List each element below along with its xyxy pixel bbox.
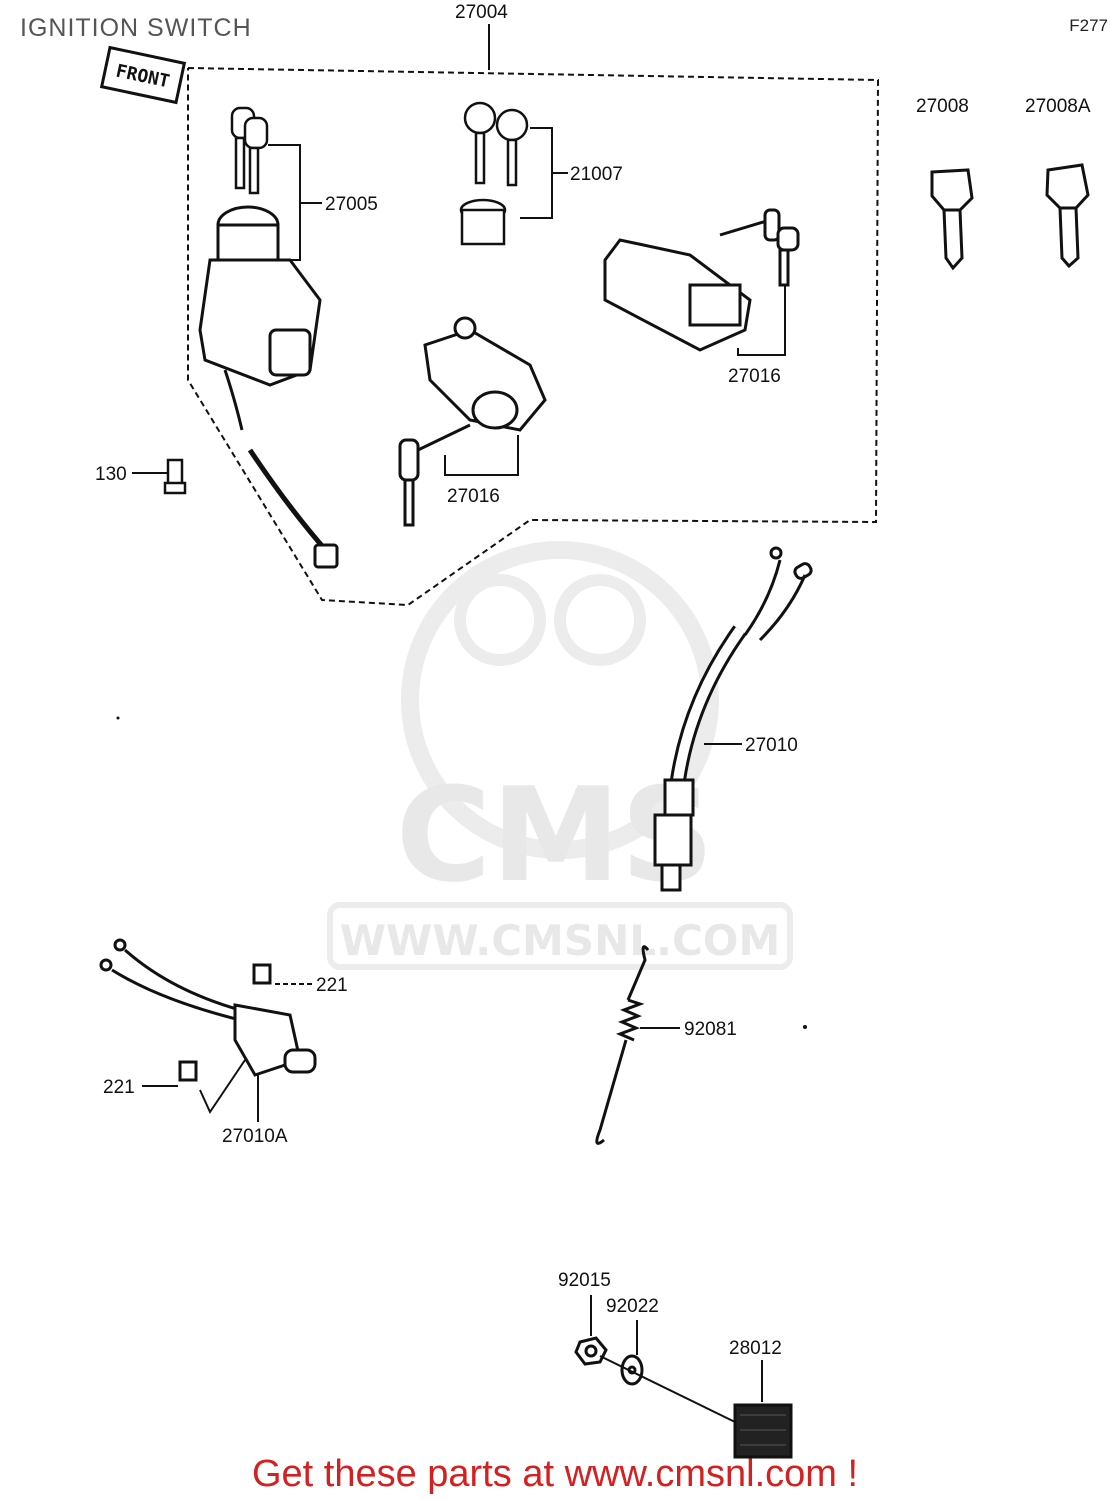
- label-27010: 27010: [745, 735, 798, 756]
- label-27004: 27004: [455, 2, 508, 23]
- label-27005: 27005: [325, 194, 378, 215]
- washer-92022: [620, 1354, 644, 1386]
- key-27008A: [1045, 163, 1090, 269]
- nut-92015: [574, 1336, 608, 1366]
- label-92015: 92015: [558, 1270, 611, 1291]
- bolt-130: [163, 458, 187, 495]
- front-marker-label: FRONT: [114, 61, 172, 93]
- diagram-title: IGNITION SWITCH: [20, 14, 252, 42]
- label-27016-center: 27016: [447, 486, 500, 507]
- lock-assembly-27016-center: [398, 316, 547, 527]
- label-92081: 92081: [684, 1019, 737, 1040]
- footer-cta[interactable]: Get these parts at www.cmsnl.com !: [251, 1453, 859, 1495]
- switch-27010: [653, 546, 813, 892]
- label-92022: 92022: [606, 1296, 659, 1317]
- switch-27010A: [99, 938, 317, 1082]
- reflector-28012: [733, 1403, 793, 1459]
- figure-code: F277: [1069, 16, 1108, 35]
- watermark: CMS WWW.CMSNL.COM: [327, 541, 793, 970]
- key-pair-21007: [459, 101, 529, 246]
- label-27008A: 27008A: [1025, 96, 1091, 117]
- label-130: 130: [95, 464, 127, 485]
- spring-92081: [595, 945, 650, 1145]
- ignition-switch-body: [198, 205, 339, 569]
- label-221-bottom: 221: [103, 1077, 135, 1098]
- label-27010A: 27010A: [222, 1126, 288, 1147]
- assembly-boundary: [187, 67, 880, 607]
- label-27008: 27008: [916, 96, 969, 117]
- key-27008: [930, 168, 974, 271]
- front-marker: FRONT: [99, 45, 187, 105]
- key-pair-27005: [230, 106, 269, 195]
- label-27016-right: 27016: [728, 366, 781, 387]
- label-28012: 28012: [729, 1338, 782, 1359]
- label-21007: 21007: [570, 164, 623, 185]
- lock-assembly-27016-right: [603, 208, 800, 352]
- label-221-top: 221: [316, 975, 348, 996]
- watermark-url: WWW.CMSNL.COM: [340, 916, 781, 965]
